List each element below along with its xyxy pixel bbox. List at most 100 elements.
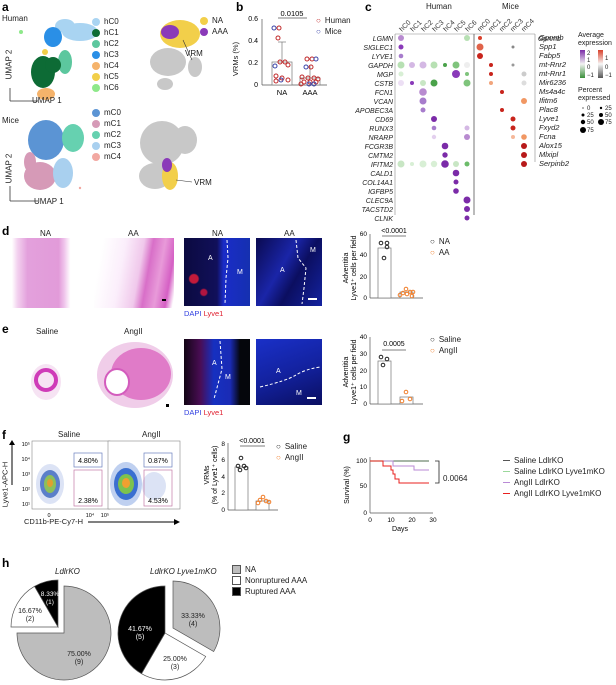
svg-text:100: 100 [356, 458, 367, 465]
svg-text:0: 0 [363, 295, 367, 302]
svg-text:Adventitia: Adventitia [343, 357, 350, 388]
legend-item: mC0 [92, 107, 121, 118]
if-image-angii [256, 339, 322, 405]
line-swatch-icon [503, 492, 510, 495]
svg-text:−1: −1 [605, 73, 613, 79]
svg-text:(2): (2) [26, 616, 35, 623]
svg-text:(9): (9) [75, 659, 84, 666]
umap-mice-clusters [24, 120, 84, 190]
svg-text:<0.0001: <0.0001 [239, 438, 265, 445]
f-title-saline: Saline [58, 430, 81, 439]
if-angii-overlay: AM [259, 366, 321, 399]
svg-text:VCAN: VCAN [374, 99, 394, 106]
pie-left-title: LdlrKO [55, 567, 80, 576]
d-he-title-aa: AA [128, 229, 139, 238]
flow-plot-angii: 0.87% 4.53% [107, 440, 181, 510]
svg-text:1: 1 [605, 56, 609, 62]
if-image-aa [256, 238, 322, 306]
svg-text:IFITM2: IFITM2 [371, 162, 393, 169]
svg-text:10⁵: 10⁵ [101, 512, 109, 519]
umap-human-condition [150, 20, 202, 90]
svg-text:LYVE1: LYVE1 [372, 54, 393, 61]
svg-text:CLNK: CLNK [374, 216, 393, 223]
svg-text:25: 25 [605, 106, 612, 112]
chart-b-vrm-percent: VRMs (%) 0 0.2 0.4 0.6 0.0105 NA AAA [231, 9, 327, 97]
legend-item: hC0 [92, 16, 119, 27]
dotplot-expression: hC0 hC1 hC2 hC3 hC4 hC5 hC6 mC0 mC1 mC2 … [354, 18, 561, 223]
svg-text:A: A [212, 360, 217, 367]
svg-text:16.67%: 16.67% [18, 608, 42, 615]
svg-text:GAPDH: GAPDH [368, 63, 394, 70]
svg-text:10: 10 [360, 384, 368, 391]
legend-item: ○Mice [316, 27, 342, 36]
chart-b-ylabel: VRMs (%) [231, 41, 240, 76]
panel-d-label: d [2, 224, 10, 238]
human-cluster-legend: hC0 hC1 hC2 hC3 hC4 hC5 hC6 [92, 16, 119, 93]
dotplot-mice-title: Mice [502, 2, 519, 11]
svg-text:(% of Lyve1⁺ cells): (% of Lyve1⁺ cells) [212, 446, 219, 505]
if-aa-overlay: AM [280, 239, 317, 305]
svg-text:FCN1: FCN1 [375, 90, 393, 97]
legend-item: AngII LdlrKO Lyve1mKO [503, 488, 605, 499]
svg-text:M: M [310, 247, 316, 254]
cluster-dot-icon [92, 61, 100, 70]
e-he-title-angii: AngII [124, 327, 143, 336]
panel-c-label: c [365, 0, 372, 14]
svg-text:41.67%: 41.67% [128, 626, 152, 633]
scale-bar [162, 299, 166, 301]
svg-text:(1): (1) [46, 599, 54, 606]
svg-text:CMTM2: CMTM2 [368, 153, 393, 160]
svg-text:A: A [208, 255, 213, 262]
d-if-title-na: NA [212, 229, 224, 238]
svg-text:0: 0 [254, 82, 258, 89]
cluster-dot-icon [92, 50, 100, 59]
svg-text:M: M [296, 390, 302, 397]
he-image-angii [97, 342, 173, 408]
legend-item: hC2 [92, 38, 119, 49]
legend-item: hC3 [92, 49, 119, 60]
legend-item: Saline LdlrKO [503, 455, 605, 466]
svg-text:MGP: MGP [377, 72, 393, 79]
svg-text:6: 6 [221, 457, 225, 464]
he-image-na [8, 238, 86, 308]
umap-mice-x-label: UMAP 1 [34, 197, 64, 206]
chart-g-legend: Saline LdlrKO Saline LdlrKO Lyve1mKO Ang… [503, 455, 605, 499]
he-image-aa [94, 238, 174, 308]
if-image-saline [184, 339, 250, 405]
svg-text:2: 2 [587, 51, 591, 57]
e-he-title-saline: Saline [36, 327, 59, 336]
svg-text:75: 75 [605, 120, 612, 126]
panel-b-label: b [236, 0, 244, 14]
svg-text:50: 50 [587, 120, 594, 126]
svg-text:Days: Days [392, 526, 408, 533]
cluster-dot-icon [92, 152, 100, 161]
panel-e-label: e [2, 322, 9, 336]
svg-text:20: 20 [360, 368, 368, 375]
svg-text:60: 60 [360, 231, 368, 238]
circle-icon: ○ [316, 16, 321, 25]
svg-text:Survival (%): Survival (%) [344, 466, 351, 504]
d-he-title-na: NA [40, 229, 52, 238]
svg-text:SIGLEC1: SIGLEC1 [363, 45, 393, 52]
svg-text:4: 4 [221, 474, 225, 481]
flow-x-arrow [88, 519, 180, 525]
umap-mice-y-label: UMAP 2 [4, 153, 14, 184]
svg-text:50: 50 [605, 113, 612, 119]
svg-text:<0.0001: <0.0001 [381, 228, 407, 235]
umap-human-axes [9, 88, 38, 102]
aaa-dot-icon [200, 27, 208, 36]
panel-a-mice-title: Mice [2, 116, 19, 125]
d-stain-legend: DAPI Lyve1 [184, 309, 224, 318]
svg-text:NA: NA [277, 88, 287, 97]
if-saline-overlay: AM [212, 340, 231, 400]
swatch-icon [232, 565, 241, 574]
mice-cluster-legend: mC0 mC1 mC2 mC3 mC4 [92, 107, 121, 162]
avg-expression-colorbars: 210−110−1 [580, 50, 613, 79]
percent-expressed-legend-title: Percent expressed [578, 87, 611, 102]
cluster-dot-icon [92, 130, 100, 139]
svg-text:Adventitia: Adventitia [343, 253, 350, 284]
cluster-dot-icon [92, 141, 100, 150]
panel-h-label: h [2, 556, 10, 570]
